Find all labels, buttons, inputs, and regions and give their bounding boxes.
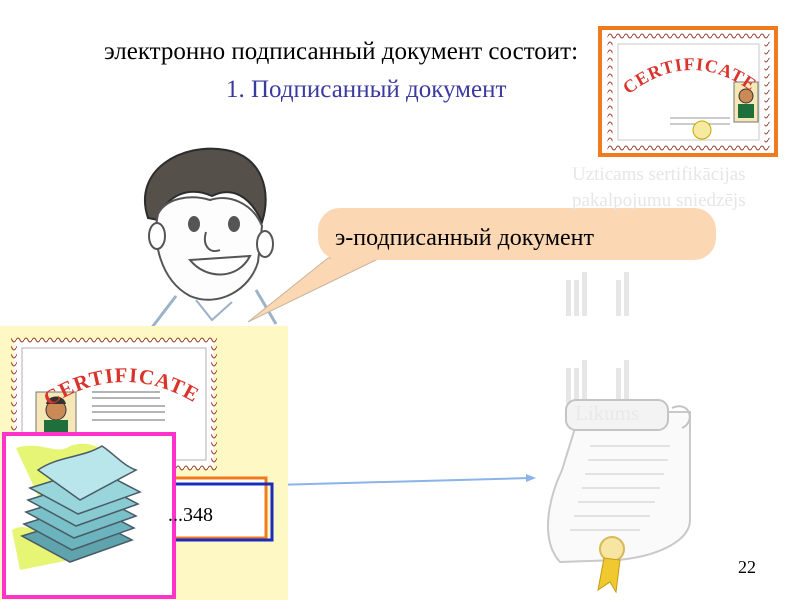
page-number: 22 <box>738 557 756 578</box>
connector-arrow <box>268 474 536 489</box>
slide-title-line2: 1. Подписанный документ <box>226 76 506 104</box>
paper-stack-frame <box>4 434 174 597</box>
law-scroll-illustration <box>548 400 690 592</box>
document-code: ...348 <box>168 504 213 527</box>
faded-columns <box>566 272 629 404</box>
cartoon-man-illustration <box>145 149 276 330</box>
speech-bubble-text: э-подписанный документ <box>335 218 715 258</box>
certificate-word-top: CERTIFICATE <box>612 40 772 110</box>
faded-caption-line1: Uzticams sertifikācijas <box>572 164 746 186</box>
faded-caption-line2: pakalpojumu sniedzējs <box>572 190 746 212</box>
slide-title-line1: электронно подписанный документ состоит: <box>104 38 578 66</box>
law-scroll-label: Likums <box>575 401 639 426</box>
svg-text:CERTIFICATE: CERTIFICATE <box>39 363 203 411</box>
svg-text:CERTIFICATE: CERTIFICATE <box>619 54 760 98</box>
certificate-word-bottom: CERTIFICATE <box>34 348 214 418</box>
